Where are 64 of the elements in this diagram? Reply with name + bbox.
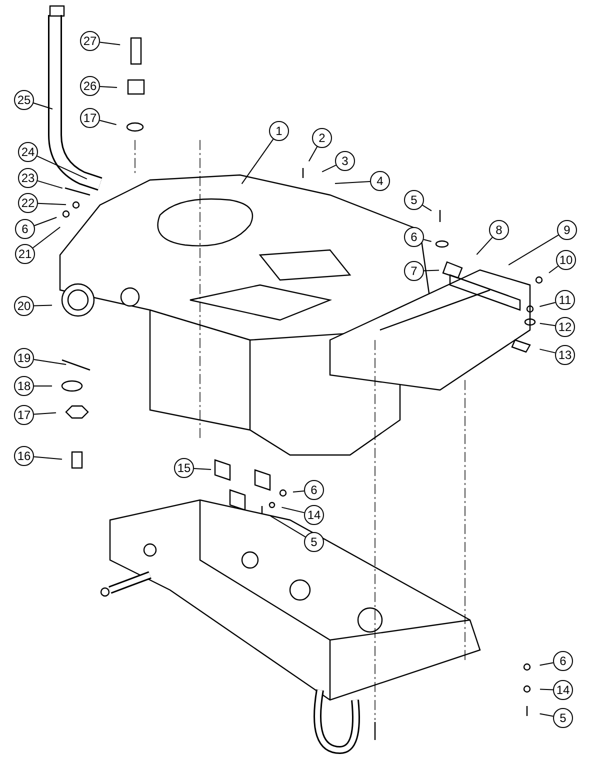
callout-number: 24 xyxy=(18,142,38,162)
callout-number: 25 xyxy=(14,90,34,110)
callout-number: 22 xyxy=(18,193,38,213)
leader-line xyxy=(476,236,493,256)
leader-line xyxy=(100,86,118,88)
callout-number: 1 xyxy=(269,121,289,141)
leader-line xyxy=(539,713,554,717)
callout-number: 18 xyxy=(14,376,34,396)
callout-number: 15 xyxy=(174,458,194,478)
leader-line xyxy=(33,359,67,365)
leader-line xyxy=(270,516,306,538)
callout-number: 17 xyxy=(80,108,100,128)
callout-number: 6 xyxy=(15,219,35,239)
callout-number: 5 xyxy=(404,190,424,210)
leader-line xyxy=(322,164,336,172)
callout-number: 9 xyxy=(557,220,577,240)
leader-line xyxy=(33,102,53,110)
callout-number: 10 xyxy=(556,250,576,270)
callout-number: 17 xyxy=(14,405,34,425)
callout-number: 16 xyxy=(14,446,34,466)
leader-line xyxy=(423,239,432,242)
callout-number: 8 xyxy=(489,220,509,240)
leader-line xyxy=(241,138,274,184)
leader-line xyxy=(281,506,305,514)
callout-number: 14 xyxy=(304,505,324,525)
callout-number: 6 xyxy=(304,480,324,500)
leader-line xyxy=(292,490,304,492)
leader-line xyxy=(36,156,88,180)
callout-number: 3 xyxy=(335,151,355,171)
leader-line xyxy=(34,304,52,306)
leader-line xyxy=(34,456,62,460)
leader-line xyxy=(540,688,554,690)
leader-line xyxy=(99,120,117,126)
leader-line xyxy=(508,234,559,266)
callout-number: 6 xyxy=(553,651,573,671)
leader-line xyxy=(99,42,121,46)
callout-number: 4 xyxy=(370,171,390,191)
leader-line xyxy=(308,146,318,162)
callout-number: 5 xyxy=(553,708,573,728)
leader-line xyxy=(539,662,554,666)
callout-number: 13 xyxy=(555,345,575,365)
leader-line xyxy=(38,202,66,206)
callout-number: 19 xyxy=(14,348,34,368)
callout-number: 2 xyxy=(312,128,332,148)
leader-line xyxy=(34,412,56,415)
leader-line xyxy=(424,270,440,272)
leader-line xyxy=(34,216,58,226)
leader-line xyxy=(548,266,558,274)
leader-line xyxy=(422,204,432,212)
leader-line xyxy=(539,348,556,354)
callout-number: 26 xyxy=(80,76,100,96)
callout-number: 11 xyxy=(555,290,575,310)
leader-line xyxy=(37,180,63,189)
callout-number: 23 xyxy=(18,168,38,188)
leader-line xyxy=(194,468,212,470)
callout-number: 12 xyxy=(555,317,575,337)
leader-line xyxy=(32,226,61,248)
callout-number: 27 xyxy=(80,31,100,51)
callout-number: 21 xyxy=(15,244,35,264)
callout-number: 14 xyxy=(553,680,573,700)
leader-line xyxy=(539,322,556,326)
leader-line xyxy=(334,181,370,184)
leader-line xyxy=(539,302,556,307)
callout-number: 20 xyxy=(14,296,34,316)
